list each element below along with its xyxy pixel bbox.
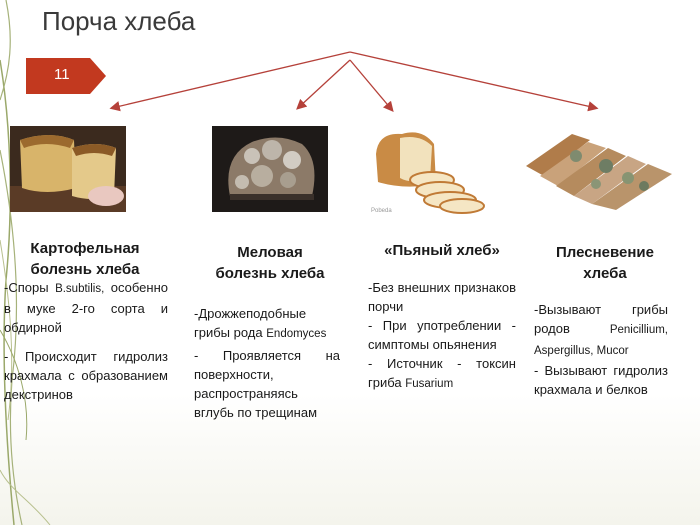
potato-disease-bread-image [10, 126, 126, 212]
chalk-disease-item-2: - Проявляется на поверхности, распростра… [194, 348, 340, 420]
potato-disease-title: Картофельная болезнь хлеба [10, 238, 160, 280]
image-caption: Pobeda [371, 208, 392, 214]
potato-disease-title-line2: болезнь хлеба [30, 261, 140, 278]
potato-disease-item-2: - Происходит гидролиз крахмала с образов… [4, 349, 168, 402]
chalk-disease-item-1: -Дрожжеподобные грибы рода Endomyces [194, 306, 327, 340]
slide-title: Порча хлеба [42, 6, 196, 36]
mold-bread-title-line1: Плесневение [556, 244, 654, 261]
slide-number-badge [26, 58, 106, 94]
potato-disease-item-1: -Споры B.subtilis, особенно в муке 2-го … [4, 280, 168, 335]
drunk-bread-item-3: - Источник - токсин гриба Fusarium [368, 356, 516, 390]
mold-bread-description: -Вызывают грибы родов Penicillium, Asper… [534, 300, 668, 409]
drunk-bread-title-line1: «Пьяный хлеб» [384, 242, 500, 259]
mold-bread-title: Плесневение хлеба [530, 242, 680, 284]
mold-bread-item-2: - Вызывают гидролиз крахмала и белков [534, 363, 668, 397]
chalk-disease-description: -Дрожжеподобные грибы рода Endomyces - П… [194, 304, 340, 432]
arrow-to-drunk [349, 59, 394, 112]
potato-disease-description: -Споры B.subtilis, особенно в муке 2-го … [4, 278, 168, 414]
arrow-to-mold [349, 51, 599, 112]
drunk-bread-item-1: -Без внешних признаков порчи [368, 280, 516, 314]
drunk-bread-image [370, 124, 488, 216]
slide-number: 11 [54, 66, 70, 83]
drunk-bread-description: -Без внешних признаков порчи - При употр… [368, 278, 516, 404]
drunk-bread-title: «Пьяный хлеб» [368, 240, 516, 261]
mold-bread-title-line2: хлеба [583, 265, 627, 282]
drunk-bread-item-2: - При употреблении - симптомы опьянения [368, 318, 516, 352]
moldy-bread-image [516, 126, 688, 212]
chalk-disease-title-line1: Меловая [237, 244, 303, 261]
chalk-disease-title-line2: болезнь хлеба [215, 265, 325, 282]
chalk-disease-title: Меловая болезнь хлеба [196, 242, 344, 284]
chalk-disease-bread-image [212, 126, 328, 212]
potato-disease-title-line1: Картофельная [30, 240, 140, 257]
mold-bread-item-1: -Вызывают грибы родов Penicillium, Asper… [534, 302, 668, 357]
arrow-to-potato [109, 51, 351, 112]
arrow-to-chalk [296, 59, 351, 110]
